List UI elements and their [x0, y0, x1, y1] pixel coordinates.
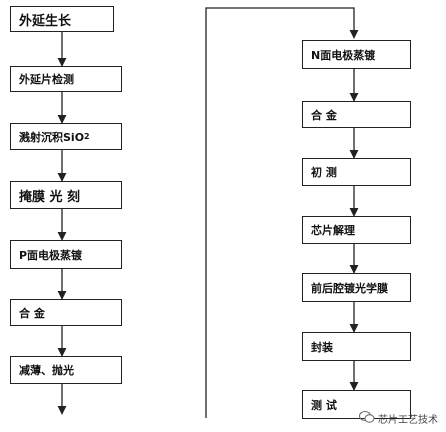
step-facet-coating: 前后腔镀光学膜 — [302, 273, 411, 302]
step-alloy-right: 合 金 — [302, 101, 411, 128]
step-epi-wafer-inspection: 外延片检测 — [10, 66, 122, 92]
watermark: 芯片工艺技术 — [359, 411, 438, 426]
route-connector — [205, 7, 359, 418]
step-n-electrode-evaporation: N面电极蒸镀 — [302, 40, 411, 69]
watermark-text: 芯片工艺技术 — [378, 415, 438, 426]
step-packaging: 封装 — [302, 332, 411, 361]
step-p-electrode-evaporation: P面电极蒸镀 — [10, 240, 122, 269]
step-alloy-left: 合 金 — [10, 299, 122, 326]
step-mask-lithography: 掩膜 光 刻 — [10, 181, 122, 209]
step-initial-test: 初 测 — [302, 158, 411, 186]
wechat-logo-icon — [359, 411, 375, 426]
step-epitaxial-growth: 外延生长 — [10, 6, 114, 32]
step-testing: 测 试 — [302, 390, 411, 419]
step-thinning-polishing: 减薄、抛光 — [10, 356, 122, 384]
step-chip-cleaving: 芯片解理 — [302, 216, 411, 244]
